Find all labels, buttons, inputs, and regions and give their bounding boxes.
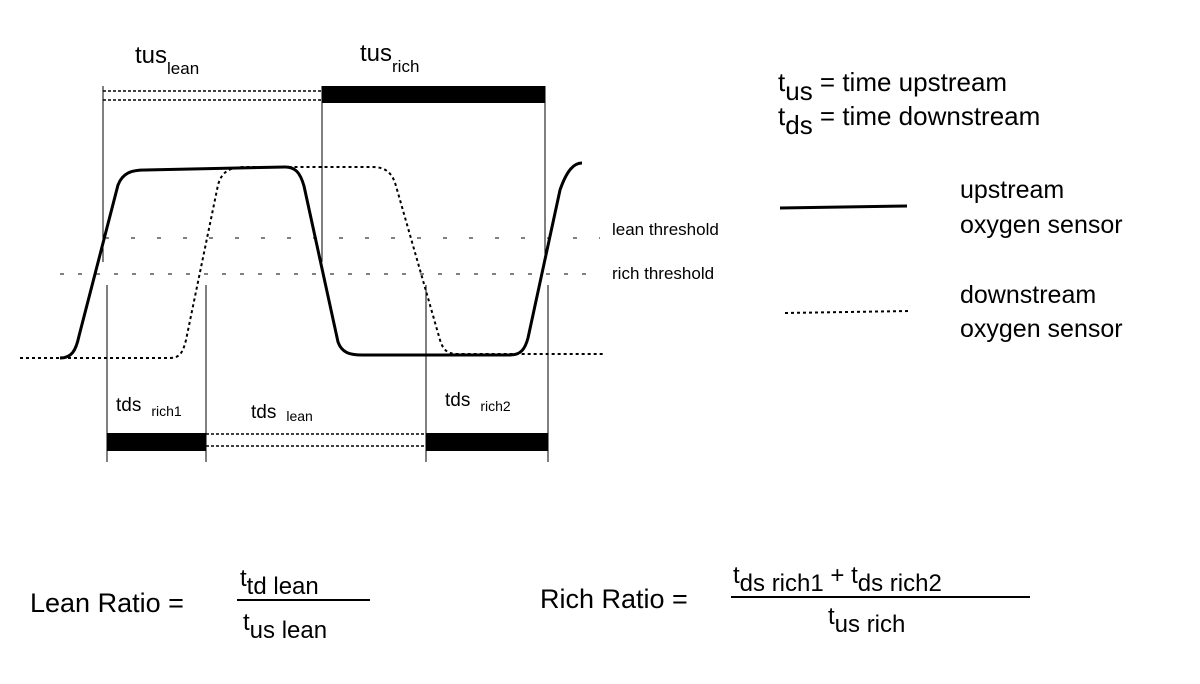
lean-ratio-label: Lean Ratio = — [30, 588, 184, 618]
tus-definition: tus = time upstream — [778, 67, 1007, 106]
tus-rich-bar — [322, 86, 545, 103]
rich-ratio-numerator: tds rich1 + tds rich2 — [733, 562, 942, 597]
rich-ratio-label: Rich Ratio = — [540, 584, 688, 614]
lean-ratio-formula: Lean Ratio = ttd lean tus lean — [30, 565, 370, 644]
tus-lean-label: tuslean — [135, 42, 199, 78]
legend-downstream-line2: oxygen sensor — [960, 315, 1123, 343]
tds-definition: tds = time downstream — [778, 101, 1040, 140]
downstream-sensor-waveform — [20, 166, 605, 359]
time-markers — [102, 86, 549, 462]
rich-ratio-formula: Rich Ratio = tds rich1 + tds rich2 tus r… — [540, 562, 1030, 638]
rich-ratio-denominator: tus rich — [828, 603, 905, 638]
legend-downstream-swatch — [784, 310, 911, 314]
lean-ratio-numerator: ttd lean — [240, 565, 319, 600]
legend: upstream oxygen sensor downstream oxygen… — [779, 176, 1123, 343]
legend-downstream-line1: downstream — [960, 281, 1096, 309]
rich-threshold-label: rich threshold — [612, 264, 714, 283]
legend-upstream-swatch — [779, 204, 908, 210]
tds-rich1-bar — [107, 433, 206, 451]
upstream-sensor-waveform — [59, 161, 583, 360]
tds-rich2-bar — [426, 433, 548, 451]
lean-ratio-denominator: tus lean — [243, 609, 327, 644]
tus-rich-label: tusrich — [360, 40, 419, 76]
lean-threshold-label: lean threshold — [612, 220, 719, 239]
legend-upstream-line2: oxygen sensor — [960, 211, 1123, 239]
legend-upstream-line1: upstream — [960, 176, 1064, 204]
